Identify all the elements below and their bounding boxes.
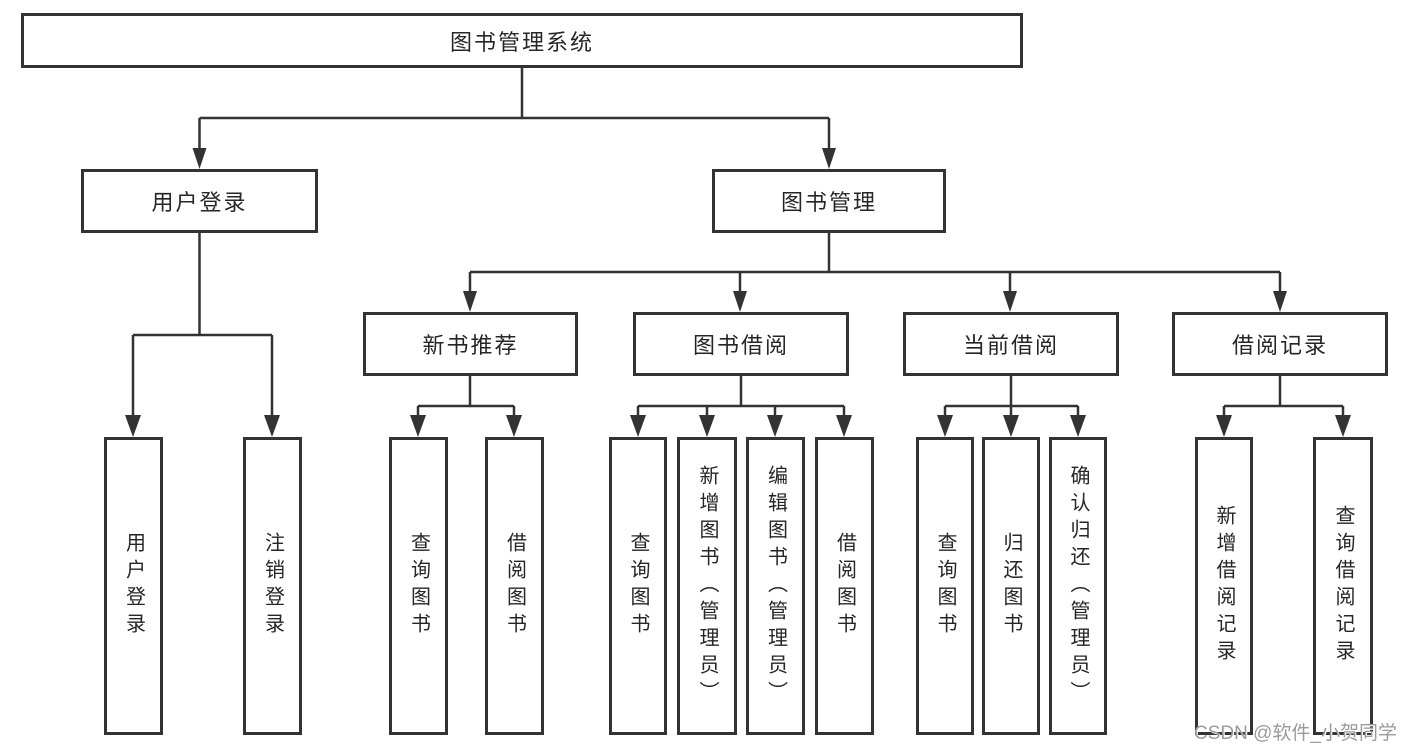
- connector-current-borrow: [943, 376, 1080, 418]
- leaf-query-books-current-label: 查询图书: [934, 532, 956, 640]
- leaf-user-login: 用户登录: [104, 437, 163, 735]
- leaf-add-borrow-record-label: 新增借阅记录: [1213, 505, 1235, 667]
- leaf-confirm-return-admin-label: 确认归还（管理员）: [1067, 464, 1089, 708]
- leaf-logout-label: 注销登录: [261, 532, 284, 640]
- leaf-add-book-admin-label: 新增图书（管理员）: [696, 464, 718, 708]
- node-book-borrow: 图书借阅: [633, 312, 849, 376]
- node-user-login: 用户登录: [81, 169, 318, 233]
- node-library-system: 图书管理系统: [21, 13, 1023, 68]
- leaf-borrow-books-recommend-label: 借阅图书: [503, 532, 526, 640]
- node-book-management: 图书管理: [712, 169, 946, 233]
- leaf-edit-book-admin-label: 编辑图书（管理员）: [764, 464, 787, 708]
- connector-book-management: [468, 233, 1282, 292]
- connector-new-book: [416, 376, 516, 418]
- node-new-book-recommend-label: 新书推荐: [422, 333, 519, 358]
- leaf-query-books-borrow: 查询图书: [609, 437, 667, 735]
- leaf-user-login-label: 用户登录: [122, 532, 145, 640]
- leaf-return-book-label: 归还图书: [1000, 532, 1022, 640]
- leaf-edit-book-admin: 编辑图书（管理员）: [746, 437, 805, 735]
- leaf-add-book-admin: 新增图书（管理员）: [677, 437, 737, 735]
- leaf-query-books-recommend-label: 查询图书: [407, 532, 430, 640]
- leaf-add-borrow-record: 新增借阅记录: [1195, 437, 1253, 735]
- leaf-borrow-books-recommend: 借阅图书: [485, 437, 544, 735]
- leaf-logout: 注销登录: [243, 437, 302, 735]
- node-current-borrow: 当前借阅: [903, 312, 1119, 376]
- arrowheads: [125, 148, 1351, 437]
- leaf-borrow-books: 借阅图书: [815, 437, 874, 735]
- leaf-query-books-recommend: 查询图书: [389, 437, 448, 735]
- node-borrow-records-label: 借阅记录: [1231, 333, 1328, 358]
- node-library-system-label: 图书管理系统: [449, 29, 594, 55]
- node-borrow-records: 借阅记录: [1172, 312, 1388, 376]
- csdn-watermark: CSDN @软件_小贺同学: [1194, 723, 1397, 744]
- node-book-management-label: 图书管理: [780, 190, 877, 215]
- connector-book-borrow: [636, 376, 846, 418]
- node-new-book-recommend: 新书推荐: [363, 312, 578, 376]
- leaf-query-borrow-record: 查询借阅记录: [1313, 437, 1373, 735]
- leaf-confirm-return-admin: 确认归还（管理员）: [1049, 437, 1107, 735]
- connector-borrow-record: [1222, 376, 1345, 418]
- node-current-borrow-label: 当前借阅: [962, 333, 1059, 358]
- node-user-login-label: 用户登录: [151, 190, 248, 215]
- leaf-return-book: 归还图书: [982, 437, 1040, 735]
- leaf-query-books-current: 查询图书: [916, 437, 974, 735]
- node-book-borrow-label: 图书借阅: [692, 333, 789, 358]
- leaf-borrow-books-label: 借阅图书: [833, 532, 856, 640]
- leaf-query-books-borrow-label: 查询图书: [627, 532, 649, 640]
- connector-root: [198, 68, 831, 150]
- leaf-query-borrow-record-label: 查询借阅记录: [1332, 505, 1354, 667]
- connector-user-login: [131, 233, 274, 418]
